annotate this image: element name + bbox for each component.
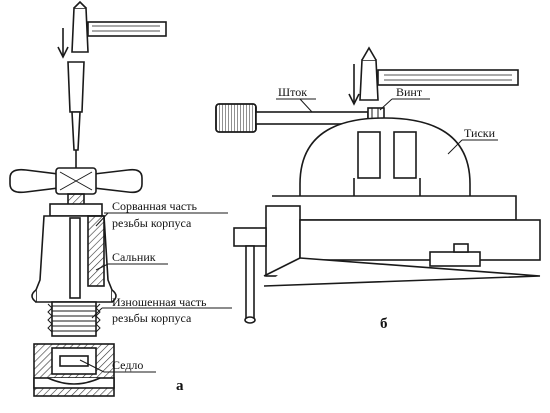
seat-block-a [33, 343, 115, 397]
label-vise: Тиски [464, 126, 496, 140]
figure-a [9, 0, 232, 397]
drift-a [67, 61, 85, 175]
label-torn-thread-1: Сорванная часть [112, 199, 197, 213]
label-worn-thread-2: резьбы корпуса [112, 311, 192, 325]
caption-b: б [380, 316, 388, 332]
arrow-down-b-icon [348, 64, 360, 106]
label-torn-thread-2: резьбы корпуса [112, 216, 192, 230]
caption-a: а [176, 378, 184, 394]
vise-b [233, 117, 541, 324]
label-seat: Седло [112, 358, 144, 372]
figure-b [215, 46, 541, 324]
label-screw: Винт [396, 85, 423, 99]
thread-a [47, 301, 101, 337]
arrow-down-a-icon [57, 28, 69, 59]
label-gland: Сальник [112, 250, 156, 264]
label-rod: Шток [278, 85, 308, 99]
hammer-a-icon [71, 0, 167, 53]
hammer-b-icon [359, 46, 519, 101]
label-worn-thread-1: Изношенная часть [112, 295, 207, 309]
handwheel-a [9, 167, 143, 195]
valve-body-a [31, 215, 117, 303]
